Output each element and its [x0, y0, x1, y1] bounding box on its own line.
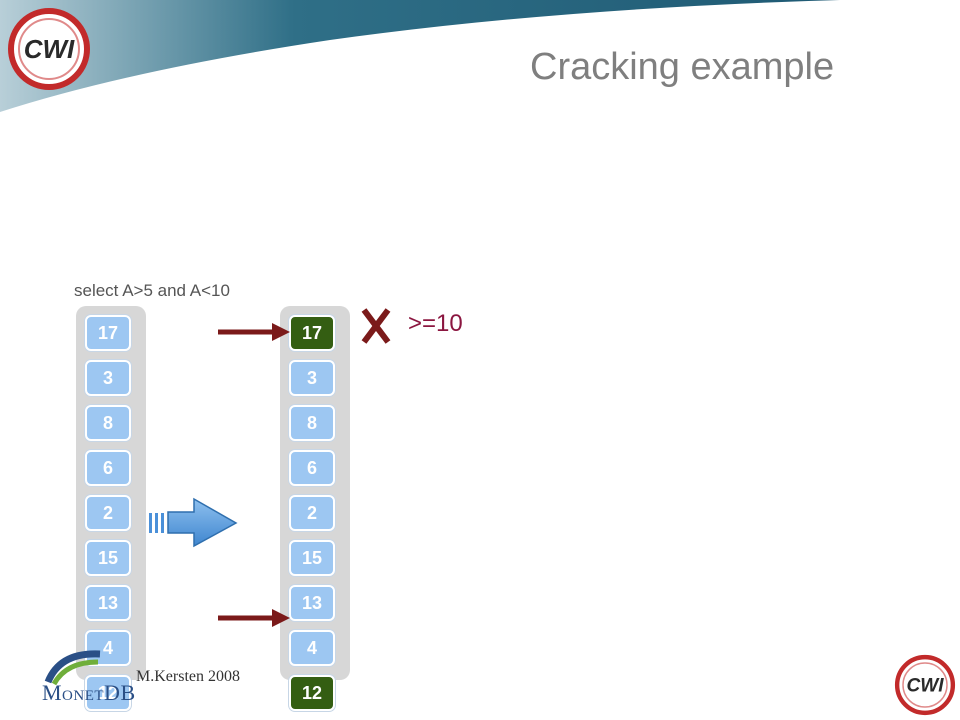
- slide-title: Cracking example: [530, 46, 835, 88]
- left-column-cell: 12: [85, 675, 131, 711]
- monetdb-logo: [44, 650, 101, 686]
- left-column-cell: 13: [85, 585, 131, 621]
- right-column-cell: 6: [289, 450, 335, 486]
- condition-label: >=10: [408, 310, 463, 337]
- left-column-cell: 15: [85, 540, 131, 576]
- right-column-cell: 12: [289, 675, 335, 711]
- right-column-cell: 3: [289, 360, 335, 396]
- right-column-cells: 17 3 8 6 2 15 13 4 12: [289, 315, 335, 720]
- query-text: select A>5 and A<10: [74, 281, 230, 300]
- right-column-cell: 15: [289, 540, 335, 576]
- left-column-cell: 4: [85, 630, 131, 666]
- right-column-cell: 17: [289, 315, 335, 351]
- left-column-cell: 8: [85, 405, 131, 441]
- right-column-cell: 13: [289, 585, 335, 621]
- right-column-cell: 4: [289, 630, 335, 666]
- left-column-cell: 2: [85, 495, 131, 531]
- header-band: [0, 0, 840, 112]
- left-column-cell: 6: [85, 450, 131, 486]
- transform-arrow: [149, 497, 238, 548]
- monetdb-logo-text: MonetDB: [42, 680, 136, 705]
- arrow-to-top: [218, 323, 290, 341]
- cross-icon: [361, 308, 391, 344]
- left-column-cell: 17: [85, 315, 131, 351]
- arrow-to-bottom: [218, 609, 290, 627]
- cwi-logo-top-text: CWI: [24, 34, 75, 64]
- footer-credit: M.Kersten 2008: [136, 668, 240, 685]
- cwi-logo-bottom-text: CWI: [906, 676, 944, 697]
- cwi-logo-bottom: CWI: [894, 654, 956, 716]
- left-column: 17 3 8 6 2 15 13 4 12: [76, 306, 146, 711]
- cwi-logo-top: CWI: [8, 8, 90, 90]
- right-column-cell: 8: [289, 405, 335, 441]
- right-column-cell: 2: [289, 495, 335, 531]
- left-column-cell: 3: [85, 360, 131, 396]
- right-column: 17 3 8 6 2 15 13 4 12: [280, 306, 350, 711]
- left-column-cells: 17 3 8 6 2 15 13 4 12: [85, 315, 131, 720]
